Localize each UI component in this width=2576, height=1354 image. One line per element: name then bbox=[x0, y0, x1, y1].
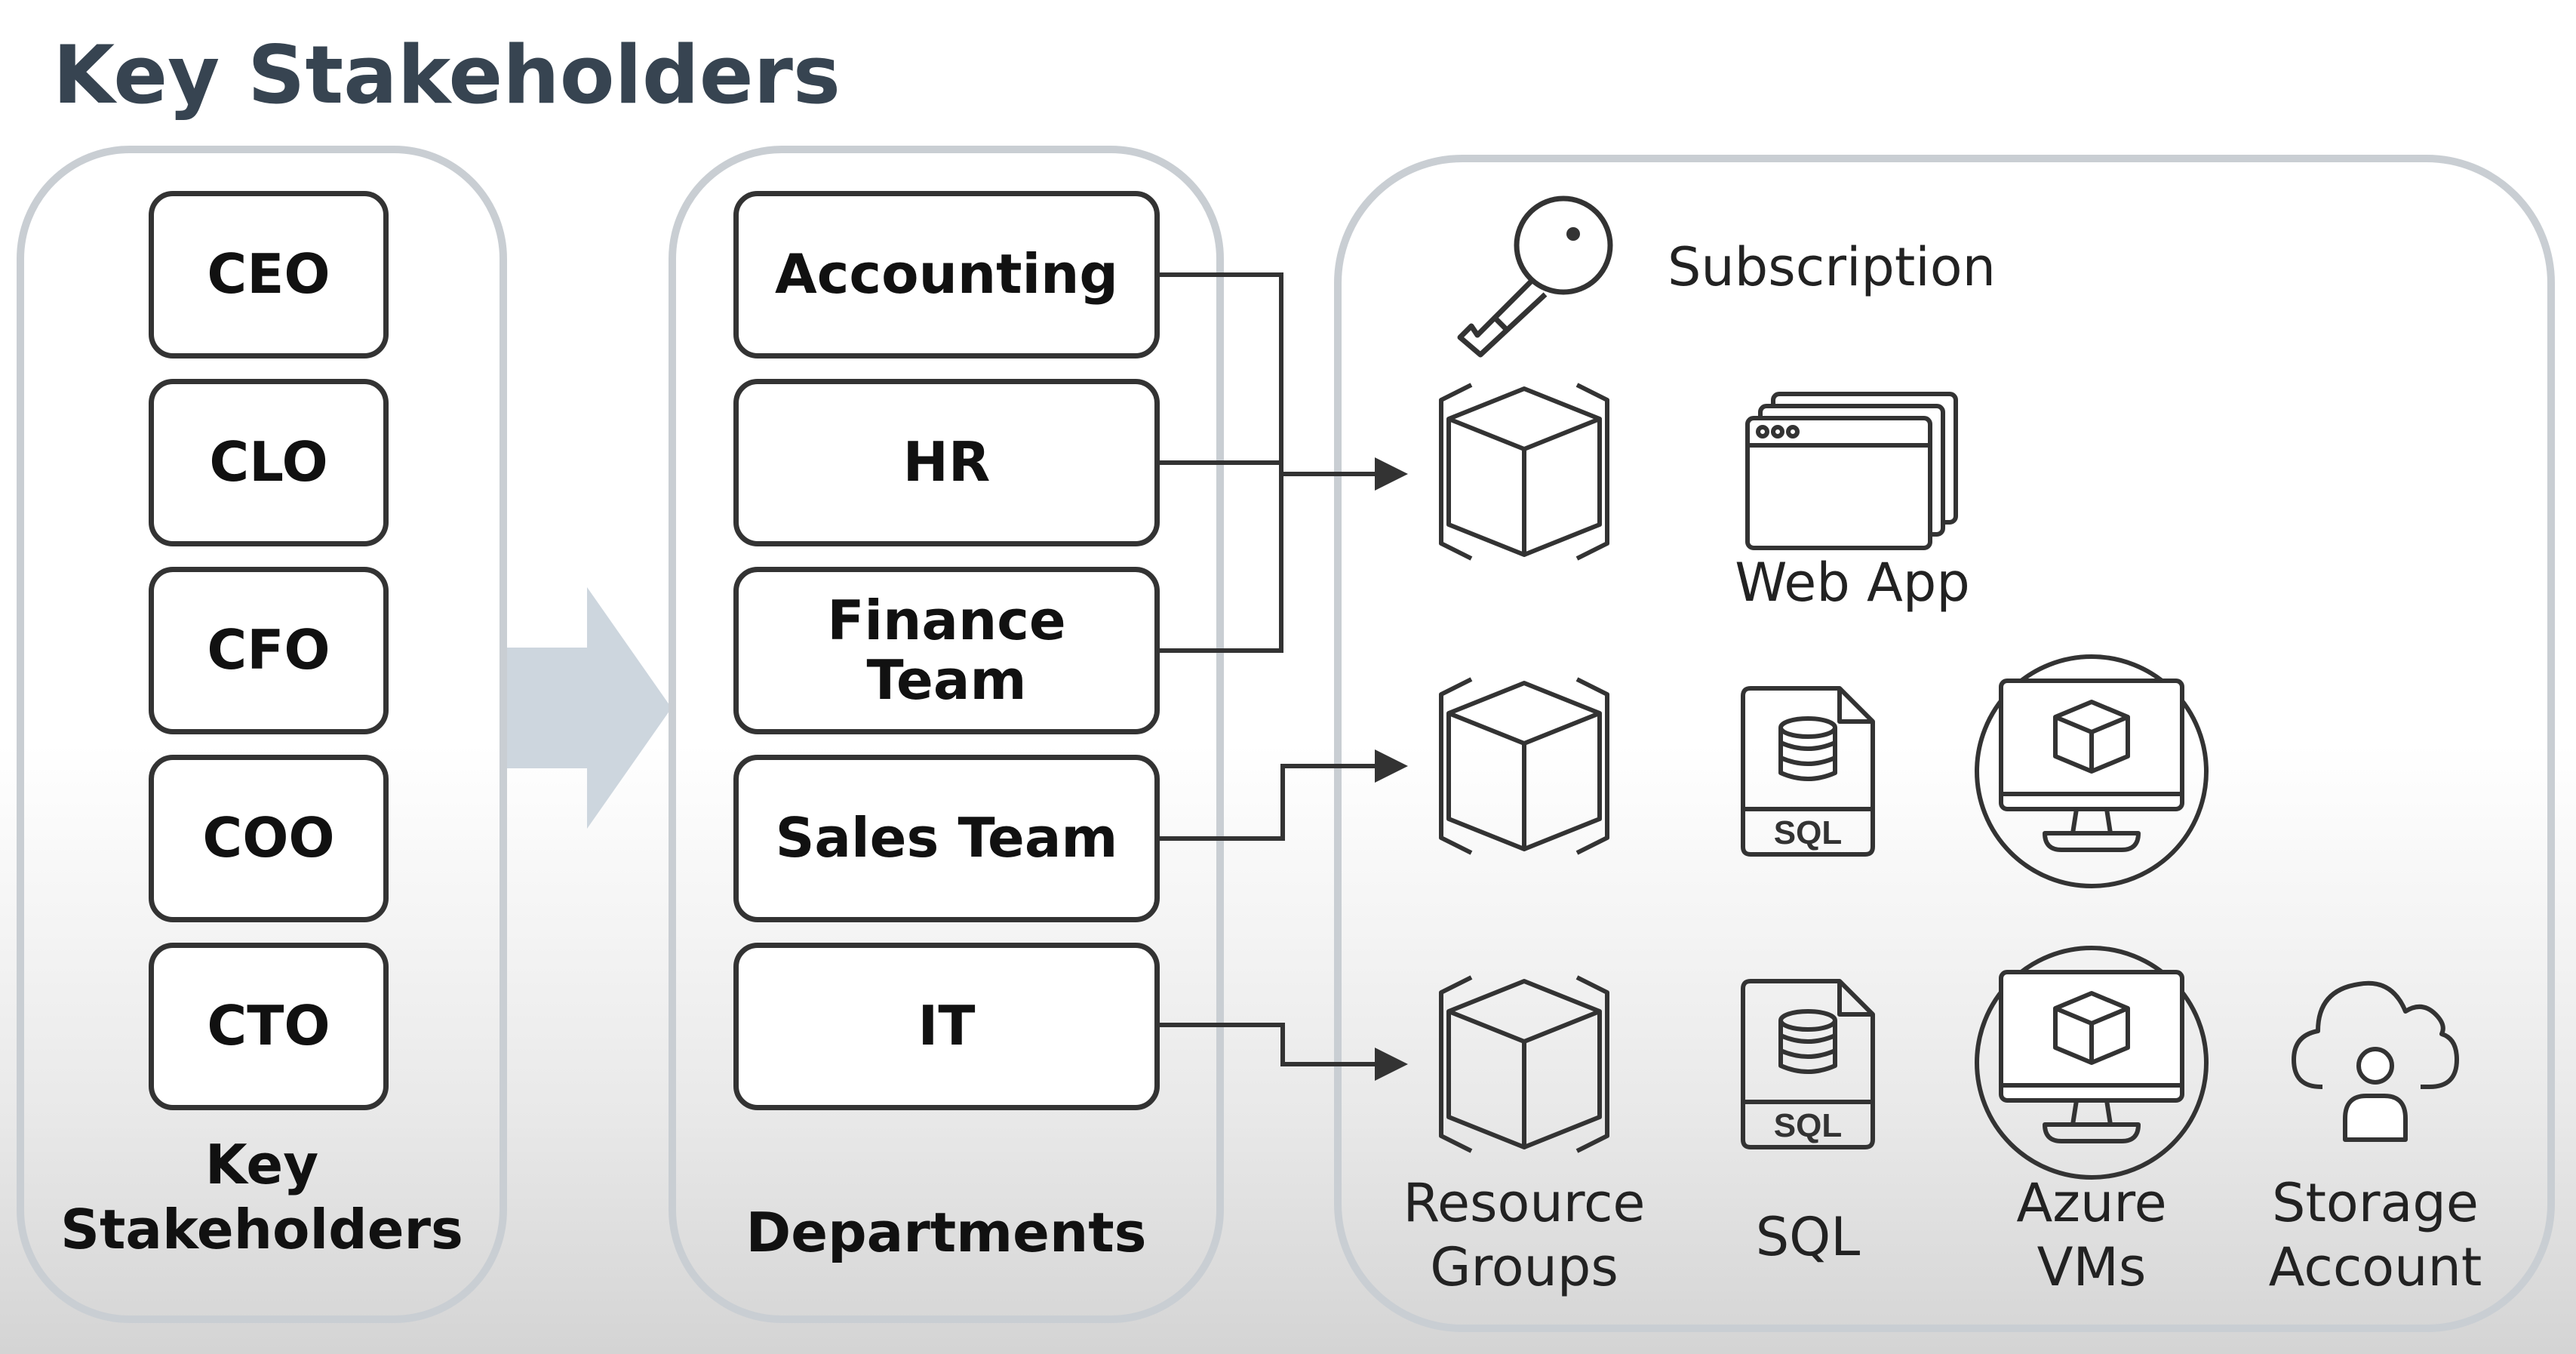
resource-group-icon bbox=[1439, 975, 1609, 1153]
dept-it: IT bbox=[733, 943, 1160, 1110]
role-clo: CLO bbox=[149, 379, 389, 546]
sql-database-icon bbox=[1741, 979, 1875, 1149]
connector-it bbox=[1160, 1023, 1408, 1081]
resource-group-icon bbox=[1439, 383, 1609, 561]
resource-groups-label: Resource Groups bbox=[1373, 1171, 1675, 1300]
role-cfo: CFO bbox=[149, 567, 389, 734]
resource-groups-label-line-1: Resource bbox=[1403, 1172, 1646, 1234]
azure-vms-label: Azure VMs bbox=[1978, 1171, 2205, 1300]
role-coo: COO bbox=[149, 755, 389, 922]
role-cto: CTO bbox=[149, 943, 389, 1110]
stakeholders-panel bbox=[17, 146, 507, 1323]
dept-accounting: Accounting bbox=[733, 191, 1160, 359]
dept-finance-team: Finance Team bbox=[733, 567, 1160, 734]
sql-database-icon bbox=[1741, 686, 1875, 857]
sql-label: SQL bbox=[1755, 1206, 1861, 1268]
stakeholders-caption-line-1: Key bbox=[204, 1133, 319, 1196]
page-title: Key Stakeholders bbox=[53, 29, 841, 122]
sql-icon-text: SQL bbox=[1774, 1107, 1842, 1144]
storage-account-label: Storage Account bbox=[2239, 1171, 2511, 1300]
stakeholders-caption: Key Stakeholders bbox=[17, 1132, 507, 1263]
subscription-panel bbox=[1334, 155, 2555, 1332]
resource-group-icon bbox=[1439, 677, 1609, 855]
role-ceo: CEO bbox=[149, 191, 389, 359]
departments-caption: Departments bbox=[745, 1201, 1147, 1264]
key-icon bbox=[1457, 195, 1613, 358]
dept-sales-team: Sales Team bbox=[733, 755, 1160, 922]
subscription-label: Subscription bbox=[1668, 236, 1996, 298]
storage-account-label-line-2: Account bbox=[2268, 1236, 2482, 1299]
stakeholders-caption-line-2: Stakeholders bbox=[60, 1198, 463, 1262]
departments-panel bbox=[669, 146, 1224, 1323]
azure-vms-label-line-2: VMs bbox=[2037, 1236, 2147, 1299]
sql-icon-text: SQL bbox=[1774, 814, 1842, 851]
storage-account-label-line-1: Storage bbox=[2272, 1172, 2479, 1234]
azure-vms-label-line-1: Azure bbox=[2016, 1172, 2167, 1234]
web-app-label: Web App bbox=[1735, 552, 1970, 614]
azure-vm-icon bbox=[1975, 654, 2209, 888]
azure-vm-icon bbox=[1975, 946, 2209, 1180]
connector-group-1 bbox=[1160, 272, 1408, 653]
storage-account-icon bbox=[2292, 980, 2459, 1142]
dept-hr: HR bbox=[733, 379, 1160, 546]
connector-sales bbox=[1160, 749, 1408, 841]
web-app-icon bbox=[1745, 392, 1958, 550]
resource-groups-label-line-2: Groups bbox=[1430, 1236, 1618, 1299]
